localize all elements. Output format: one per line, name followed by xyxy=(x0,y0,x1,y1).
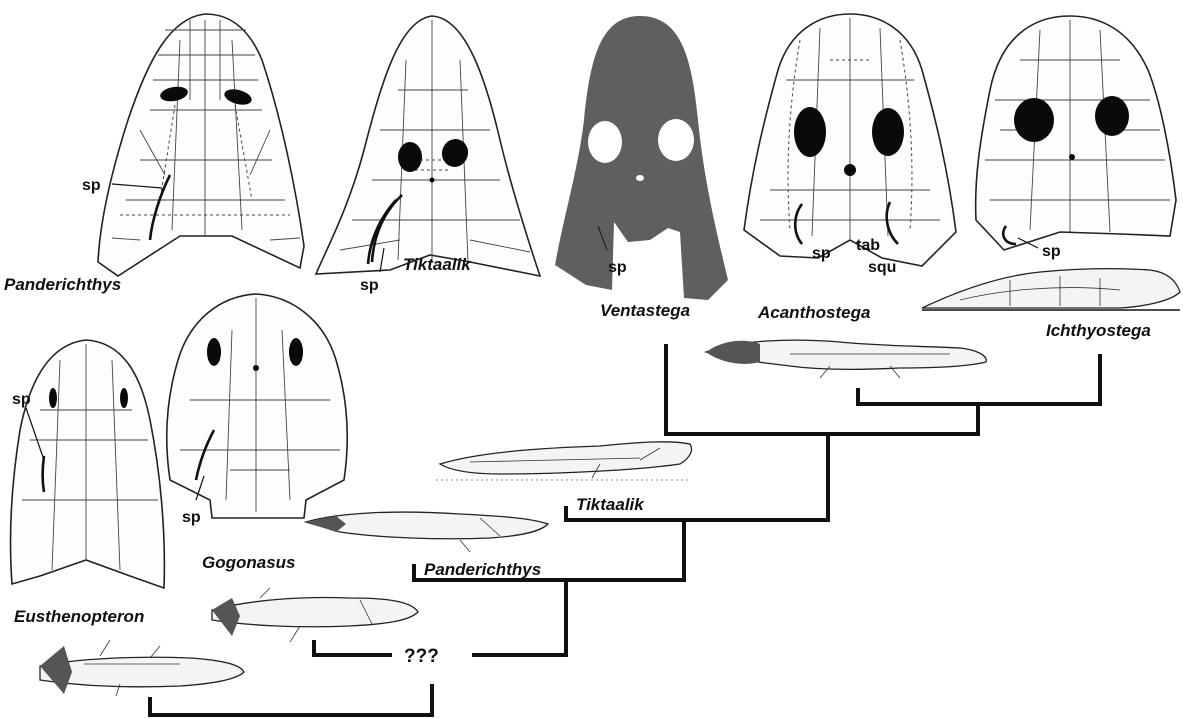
acanthostega-skull xyxy=(744,14,956,266)
ichthyostega-left-orbit xyxy=(1014,98,1054,142)
ichthyostega-pineal-foramen xyxy=(1069,154,1075,160)
ichthyostega-body xyxy=(922,269,1180,310)
tiktaalik-skull-label: Tiktaalik xyxy=(403,255,472,274)
tiktaalik-body xyxy=(436,442,692,480)
ichthyostega-skull xyxy=(976,16,1176,250)
acanthostega-label: Acanthostega xyxy=(757,303,870,322)
tiktaalik-skull xyxy=(316,16,540,276)
ventastega-right-orbit xyxy=(658,119,694,161)
tiktaalik-sp-label: sp xyxy=(360,277,379,294)
ichthyostega-right-orbit xyxy=(1095,96,1129,136)
ventastega-label: Ventastega xyxy=(600,301,690,320)
ichthyostega-sp-label: sp xyxy=(1042,243,1061,260)
panderichthys-body xyxy=(306,512,548,552)
gogonasus-skull xyxy=(167,294,348,518)
eusthenopteron-skull xyxy=(10,340,164,588)
ventastega-sp-label: sp xyxy=(608,259,627,276)
eusthenopteron-right-orbit xyxy=(120,388,128,408)
ventastega-left-orbit xyxy=(588,121,622,163)
unknown-ancestor-node: ??? xyxy=(404,646,439,667)
acanthostega-pineal-foramen xyxy=(844,164,856,176)
ichthyostega-label: Ichthyostega xyxy=(1046,321,1151,340)
gogonasus-left-orbit xyxy=(207,338,221,366)
gogonasus-body xyxy=(212,588,418,642)
ventastega-pineal-foramen xyxy=(636,175,644,181)
acanthostega-tab-label: tab xyxy=(856,237,880,254)
acanthostega-right-orbit xyxy=(872,108,904,156)
eusthenopteron-spiracle xyxy=(43,456,45,492)
panderichthys-skull-label: Panderichthys xyxy=(4,275,121,294)
eusthenopteron-body xyxy=(40,640,244,696)
gogonasus-right-orbit xyxy=(289,338,303,366)
tiktaalik-body-label: Tiktaalik xyxy=(576,495,645,514)
eusthenopteron-sp-label: sp xyxy=(12,391,31,408)
gogonasus-sp-label: sp xyxy=(182,509,201,526)
acanthostega-body xyxy=(706,340,986,378)
eusthenopteron-left-orbit xyxy=(49,388,57,408)
tiktaalik-pineal-foramen xyxy=(430,178,435,183)
acanthostega-squ-label: squ xyxy=(868,259,896,276)
ventastega-skull xyxy=(555,16,728,300)
acanthostega-sp-label: sp xyxy=(812,245,831,262)
panderichthys-sp-label: sp xyxy=(82,177,101,194)
panderichthys-skull xyxy=(98,14,304,276)
gogonasus-label: Gogonasus xyxy=(202,553,296,572)
eusthenopteron-skull-label: Eusthenopteron xyxy=(14,607,144,626)
acanthostega-left-orbit xyxy=(794,107,826,157)
gogonasus-pineal-foramen xyxy=(253,365,259,371)
tiktaalik-left-orbit xyxy=(398,142,422,172)
panderichthys-body-label: Panderichthys xyxy=(424,560,541,579)
